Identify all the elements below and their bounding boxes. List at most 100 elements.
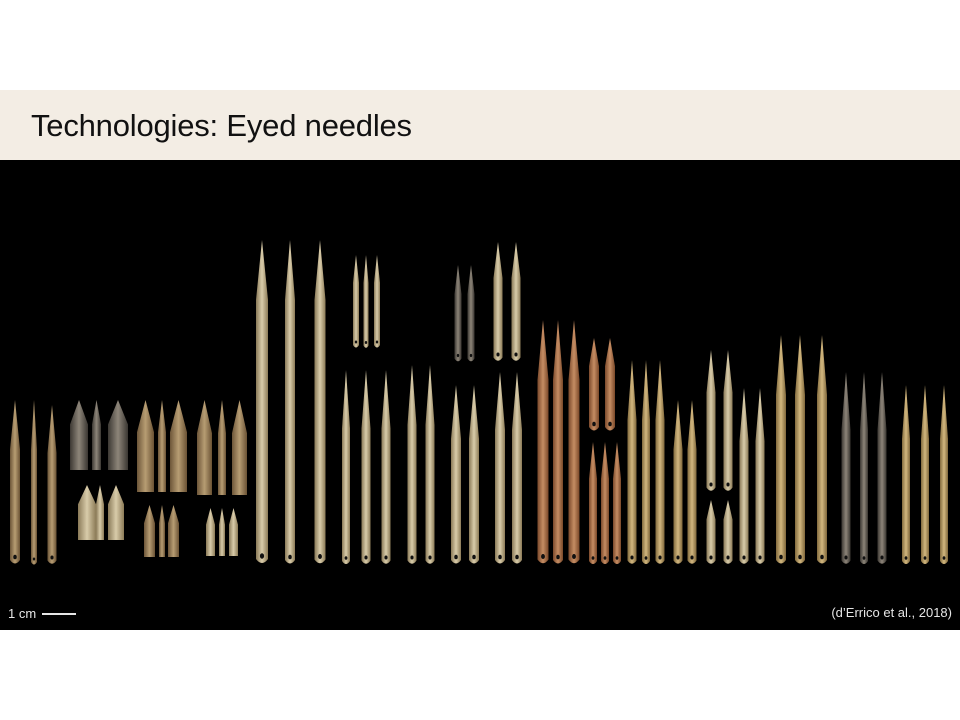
needle-eye-20	[472, 554, 476, 560]
needle-7	[353, 255, 359, 348]
needle-47	[877, 372, 887, 564]
needle-25	[568, 320, 580, 564]
needle-24	[553, 320, 563, 564]
needle-20	[469, 385, 479, 564]
needle-12	[381, 370, 391, 564]
needle-fragment-18	[229, 508, 238, 556]
needle-eye-32	[644, 556, 648, 560]
scale-label: 1 cm	[8, 606, 37, 621]
needle-eye-47	[880, 555, 884, 560]
needle-fragment-7	[137, 400, 154, 492]
needle-eye-9	[375, 340, 379, 344]
scale-bar	[42, 613, 76, 615]
needle-13	[407, 365, 417, 564]
needle-eye-22	[515, 554, 519, 560]
needle-45	[841, 372, 851, 564]
needle-fragment-4	[78, 485, 96, 540]
needle-30	[613, 442, 621, 564]
title-band	[0, 90, 960, 160]
needle-eye-7	[354, 340, 358, 344]
needle-eye-14	[428, 555, 432, 560]
needle-17	[493, 242, 503, 361]
needle-34	[673, 400, 683, 564]
needle-18	[511, 242, 521, 361]
needle-eye-3	[50, 555, 54, 560]
needle-43	[795, 335, 805, 564]
needle-eye-40	[709, 555, 713, 560]
needle-eye-12	[384, 555, 388, 560]
needle-fragment-9	[170, 400, 187, 492]
needle-eye-26	[592, 421, 596, 427]
needle-fragment-5	[96, 485, 104, 540]
slide-title: Technologies: Eyed needles	[31, 108, 412, 143]
needle-eye-13	[410, 555, 414, 560]
needle-49	[921, 385, 929, 564]
needle-fragment-11	[218, 400, 226, 495]
needle-19	[451, 385, 461, 564]
needle-eye-15	[456, 353, 460, 358]
needle-eye-50	[942, 556, 946, 560]
needle-eye-24	[556, 554, 560, 560]
needle-32	[642, 360, 650, 564]
needle-44	[817, 335, 827, 564]
needle-eye-42	[779, 554, 783, 560]
needle-6	[314, 240, 326, 564]
needles-photo	[0, 160, 960, 630]
needle-5	[285, 240, 295, 564]
needle-eye-1	[13, 554, 17, 560]
needle-46	[860, 372, 868, 564]
needle-3	[47, 405, 57, 564]
needle-fragment-15	[168, 505, 179, 557]
needle-eye-39	[758, 555, 762, 560]
needle-1	[10, 400, 20, 564]
needle-37	[723, 350, 733, 491]
needle-16	[467, 265, 475, 362]
needle-eye-33	[658, 555, 662, 560]
needles-illustration	[10, 240, 948, 565]
needle-33	[655, 360, 665, 564]
needle-fragment-13	[144, 505, 155, 557]
needle-eye-16	[469, 353, 473, 358]
needle-35	[687, 400, 697, 564]
needle-fragment-6	[108, 485, 124, 540]
needle-eye-35	[690, 555, 694, 560]
needle-eye-2	[32, 557, 36, 561]
needle-8	[363, 255, 369, 348]
needle-28	[589, 442, 597, 564]
needle-42	[776, 335, 786, 564]
needle-eye-44	[820, 554, 824, 560]
needle-eye-19	[454, 554, 458, 560]
needle-11	[361, 370, 371, 564]
needle-41	[723, 500, 733, 564]
needle-eye-49	[923, 556, 927, 560]
needle-eye-41	[726, 555, 730, 560]
needle-15	[454, 265, 462, 362]
needle-eye-37	[726, 482, 730, 487]
needle-fragment-3	[108, 400, 128, 470]
needle-2	[31, 400, 37, 565]
needle-38	[739, 388, 749, 564]
needle-eye-30	[615, 556, 619, 560]
needle-eye-10	[344, 556, 348, 560]
needle-eye-34	[676, 555, 680, 560]
needle-eye-43	[798, 554, 802, 560]
needle-eye-28	[591, 556, 595, 560]
needle-eye-23	[541, 554, 545, 559]
needle-eye-5	[288, 554, 292, 560]
needle-eye-29	[603, 556, 607, 560]
needle-36	[706, 350, 716, 491]
needle-eye-25	[572, 554, 576, 559]
needle-fragment-1	[70, 400, 88, 470]
needle-39	[755, 388, 765, 564]
needle-48	[902, 385, 910, 564]
needle-eye-11	[364, 555, 368, 560]
needle-eye-38	[742, 555, 746, 560]
needle-eye-18	[514, 352, 518, 357]
needle-9	[374, 255, 380, 348]
needle-fragment-16	[206, 508, 215, 556]
image-credit: (d’Errico et al., 2018)	[831, 605, 952, 620]
needle-23	[537, 320, 549, 564]
needle-22	[512, 372, 522, 564]
needle-eye-36	[709, 482, 713, 487]
needle-eye-31	[630, 555, 634, 560]
